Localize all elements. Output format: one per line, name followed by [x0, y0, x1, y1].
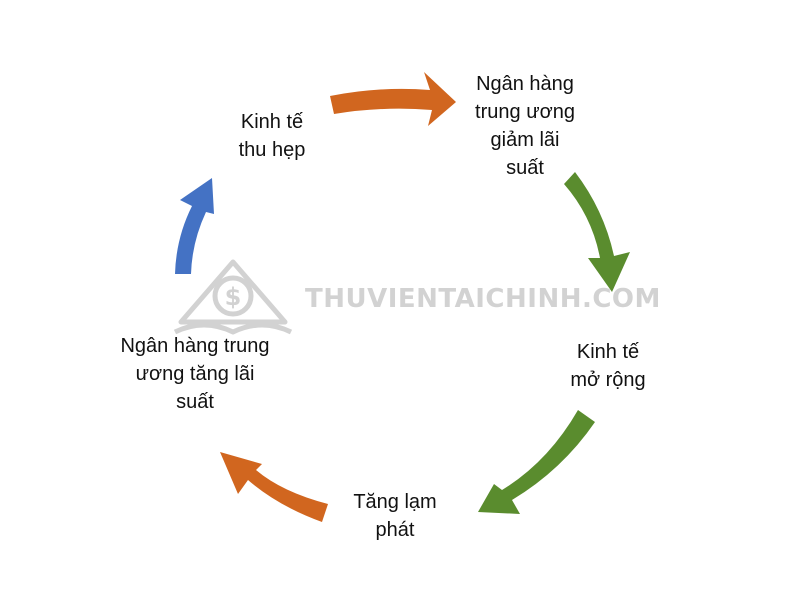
node-cb-lower-rates: Ngân hàng trung ương giảm lãi suất — [450, 70, 600, 182]
node-line: Ngân hàng — [476, 73, 574, 95]
node-line: Ngân hàng trung — [120, 335, 270, 357]
node-inflation: Tăng lạm phát — [335, 488, 455, 544]
node-line: Kinh tế — [576, 341, 640, 363]
node-line: suất — [506, 157, 544, 179]
node-line: Kinh tế — [240, 111, 304, 133]
arrow-contraction-to-lower-rates — [330, 72, 456, 126]
watermark-text: THUVIENTAICHINH.COM — [305, 284, 661, 314]
node-line: giảm lãi — [490, 129, 560, 151]
node-line: trung ương — [475, 101, 575, 123]
arrow-inflation-to-raise-rates — [220, 452, 328, 522]
node-line: suất — [176, 391, 214, 413]
arrow-expansion-to-inflation — [478, 410, 595, 514]
node-cb-raise-rates: Ngân hàng trung ương tăng lãi suất — [100, 332, 290, 416]
arrow-raise-rates-to-contraction — [175, 178, 214, 274]
node-line: Tăng lạm — [353, 491, 437, 513]
node-line: ương tăng lãi — [135, 363, 255, 385]
node-line: phát — [375, 519, 415, 541]
node-contraction: Kinh tế thu hẹp — [212, 108, 332, 164]
node-line: thu hẹp — [238, 139, 306, 161]
node-expansion: Kinh tế mở rộng — [548, 338, 668, 394]
node-line: mở rộng — [570, 369, 646, 391]
arrow-lower-rates-to-expansion — [564, 172, 630, 292]
svg-text:$: $ — [225, 283, 242, 311]
watermark-logo-icon: $ — [173, 259, 293, 335]
